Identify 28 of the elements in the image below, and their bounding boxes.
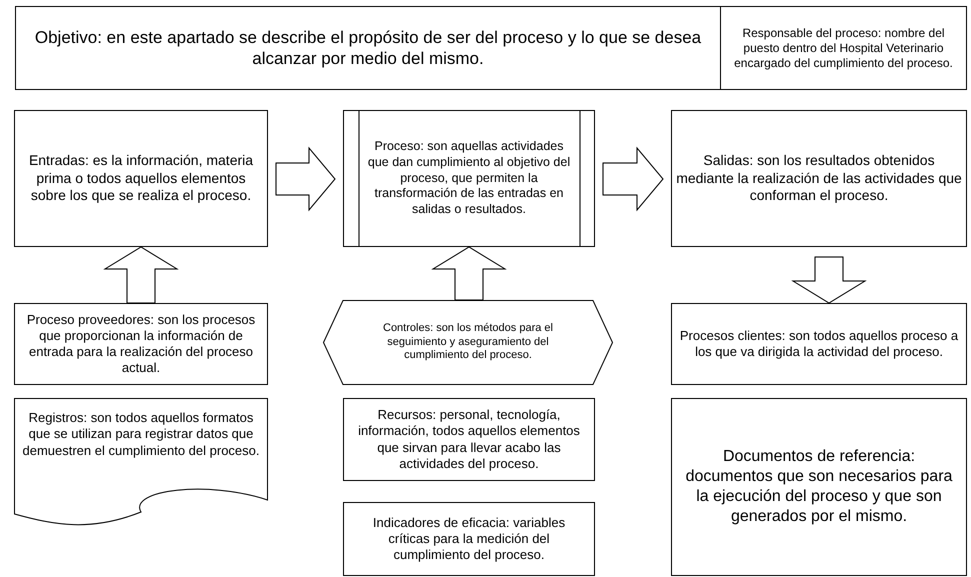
node-text: Procesos clientes: son todos aquellos proceso a los que va dirigida la actividad del proceso. (679, 328, 959, 360)
responsible-box (720, 6, 967, 90)
node-text: Salidas: son los resultados obtenidos mediante la realización de las actividades que conforman el proceso. (675, 152, 963, 205)
control-hexagon (323, 300, 613, 385)
node-text: Responsable del proceso: nombre del puesto dentro del Hospital Veterinario encargado del cumplimiento del proceso. (733, 26, 954, 70)
node-text: Indicadores de eficacia: variables críticas para la medición del cumplimiento del proceso. (372, 514, 566, 564)
resources-box (343, 398, 595, 481)
input-box (14, 110, 268, 247)
block-arrow (602, 146, 664, 212)
node-text: Objetivo: en este apartado se describe el propósito de ser del proceso y lo que se desea alcanzar por medio del mismo. (34, 26, 702, 70)
process-box (343, 110, 595, 247)
node-text: Recursos: personal, tecnología, información, todos aquellos elementos que sirvan para llevar acabo las actividades del proceso. (357, 407, 581, 472)
output-box (671, 110, 967, 247)
block-arrow (791, 256, 867, 304)
objective-box (15, 6, 721, 90)
client-box (671, 303, 967, 385)
node-text: Proceso proveedores: son los procesos que proporcionan la información de entrada para la realización del proceso actual. (26, 312, 256, 376)
block-arrow (103, 246, 179, 304)
supplier-box (14, 303, 268, 385)
node-text: Proceso: son aquellas actividades que dan cumplimiento al objetivo del proceso, que permiten la transformación de las entradas en salidas o resultados. (366, 139, 572, 218)
node-text: Registros: son todos aquellos formatos que se utilizan para registrar datos que demuestren el cumplimiento del proceso. (22, 410, 260, 459)
node-text: Entradas: es la información, materia prima o todos aquellos elementos sobre los que se realiza el proceso. (28, 152, 254, 205)
block-arrow (276, 146, 336, 212)
reference-box (671, 398, 967, 576)
node-text: Controles: son los métodos para el seguimiento y aseguramiento del cumplimiento del proceso. (382, 322, 554, 364)
block-arrow (431, 246, 507, 300)
node-text: Documentos de referencia: documentos que son necesarios para la ejecución del proceso y que son generados por el mismo. (684, 447, 954, 527)
indicators-box (343, 502, 595, 576)
